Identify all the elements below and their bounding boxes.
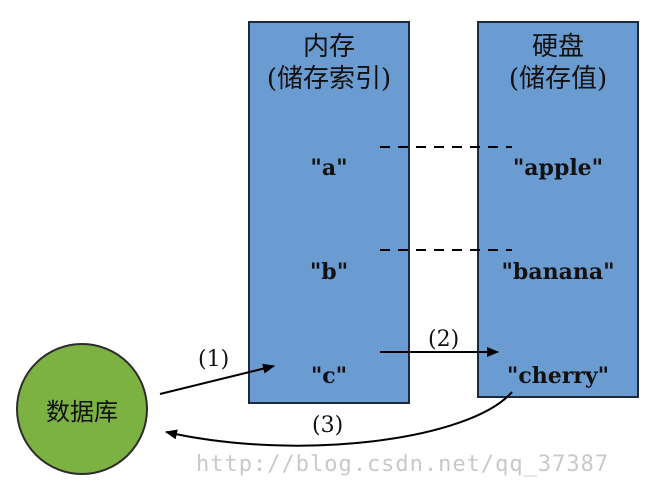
watermark: http://blog.csdn.net/qq_37387 [196, 452, 610, 477]
memory-key-c: "c" [310, 363, 348, 389]
memory-box: 内存 (储存索引) "a" "b" "c" [248, 21, 410, 404]
disk-value-apple: "apple" [512, 155, 604, 181]
database-label: 数据库 [46, 397, 118, 426]
memory-key-a: "a" [310, 155, 348, 181]
memory-key-b: "b" [309, 259, 349, 285]
step-3-label: (3) [312, 413, 344, 438]
step-1-label: (1) [198, 347, 230, 372]
disk-title: 硬盘 [531, 32, 584, 62]
step-2-label: (2) [428, 327, 460, 352]
disk-box: 硬盘 (储存值) "apple" "banana" "cherry" [477, 21, 639, 398]
arrow-step-3 [165, 391, 513, 447]
arrow-step-1 [159, 363, 275, 395]
memory-subtitle: (储存索引) [266, 64, 392, 94]
disk-subtitle: (储存值) [508, 64, 608, 94]
disk-value-banana: "banana" [501, 259, 615, 285]
memory-title: 内存 [302, 32, 355, 62]
database-node: 数据库 [16, 343, 148, 475]
disk-value-cherry: "cherry" [506, 363, 610, 389]
